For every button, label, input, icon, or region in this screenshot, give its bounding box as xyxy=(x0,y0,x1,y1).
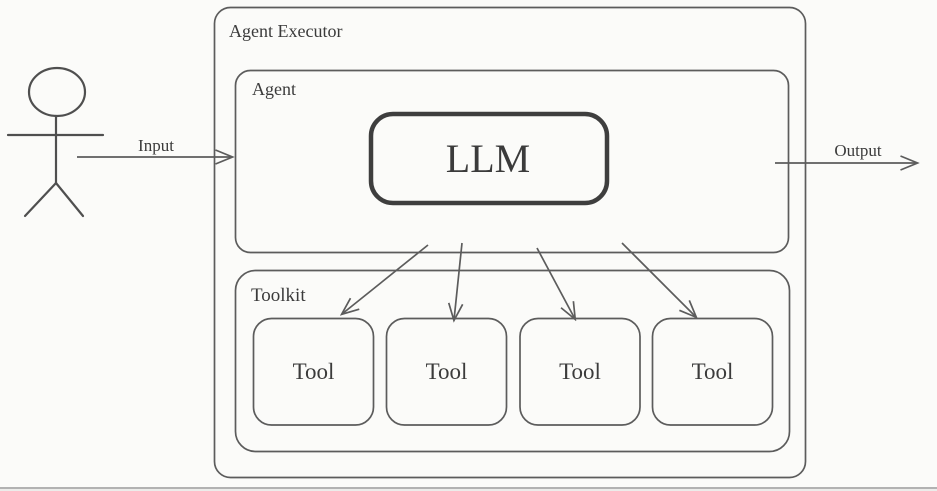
llm-to-tool-2-arrow xyxy=(454,242,462,320)
tool-box-4 xyxy=(651,317,774,426)
tool-2-label: Tool xyxy=(426,359,468,384)
output-label: Output xyxy=(834,141,882,160)
tool-box-2 xyxy=(385,317,508,426)
diagram-boxes xyxy=(213,6,807,479)
tool-1-label: Tool xyxy=(293,359,335,384)
tool-box-1 xyxy=(252,317,375,426)
llm-to-tool-1-arrow xyxy=(342,244,429,314)
tool-3-label: Tool xyxy=(559,359,601,384)
actor-left-leg xyxy=(23,181,58,218)
tool-box-3 xyxy=(519,317,641,426)
agent-executor-title: Agent Executor xyxy=(229,21,342,41)
llm-to-tool-4-arrow xyxy=(621,242,696,317)
agent-box xyxy=(234,69,790,254)
actor-right-leg xyxy=(54,181,85,218)
llm-to-tool-3-arrow xyxy=(536,247,575,319)
actor-head xyxy=(27,66,87,118)
toolkit-box xyxy=(234,269,791,453)
diagram-arrows xyxy=(77,157,917,320)
llm-box xyxy=(368,111,610,206)
agent-executor-box xyxy=(213,6,807,479)
bottom-edge-band xyxy=(0,489,937,491)
llm-title: LLM xyxy=(446,136,530,181)
input-label: Input xyxy=(138,136,174,155)
tool-4-label: Tool xyxy=(692,359,734,384)
agent-title: Agent xyxy=(252,79,296,99)
user-actor-icon xyxy=(6,66,105,218)
toolkit-title: Toolkit xyxy=(251,285,306,306)
